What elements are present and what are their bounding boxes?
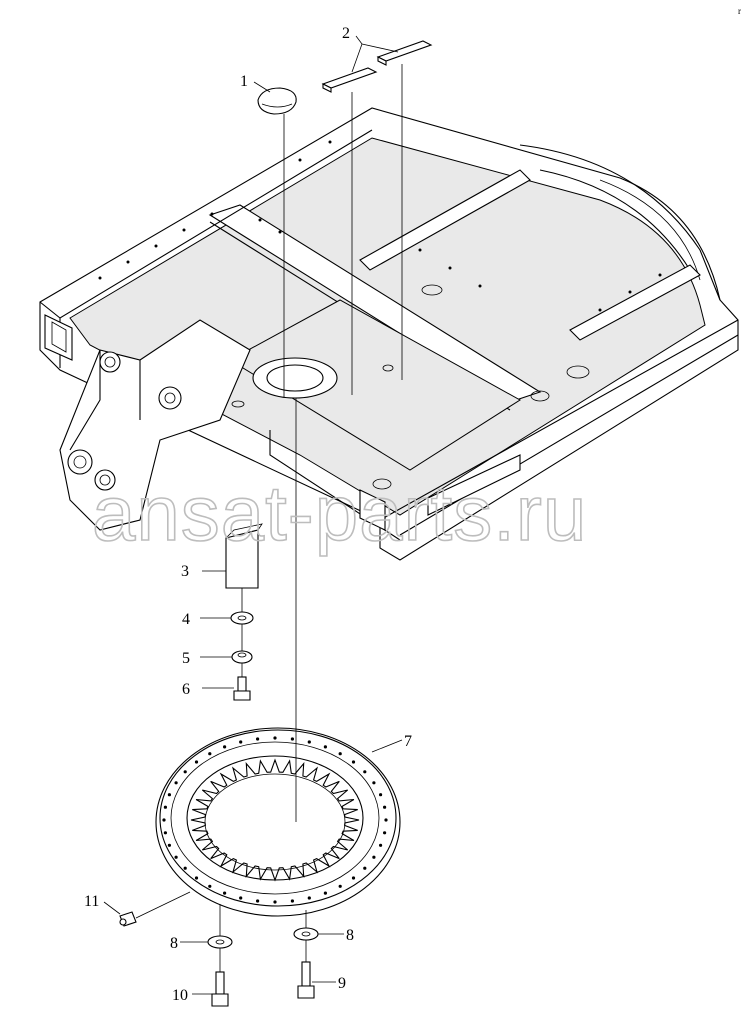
callout-2: 2: [342, 25, 350, 42]
callout-1: 1: [240, 73, 248, 90]
ring-bolt-hole: [194, 760, 199, 764]
part-4-washer: [230, 611, 254, 625]
ring-bolt-hole: [379, 843, 383, 847]
callout-3: 3: [181, 563, 189, 580]
part-10-bolt: [211, 971, 229, 1007]
ring-bolt-hole: [194, 876, 199, 880]
ring-bolt-hole: [384, 818, 388, 822]
ring-bolt-hole: [167, 793, 171, 797]
ring-bolt-hole: [379, 793, 383, 797]
upper-frame: [39, 107, 739, 561]
part-8-washer-right: [293, 927, 319, 941]
ring-bolt-hole: [162, 818, 166, 822]
ring-bolt-hole: [239, 740, 243, 744]
callout-4: 4: [182, 611, 190, 628]
callout-10: 10: [172, 987, 188, 1004]
ring-bolt-hole: [208, 884, 212, 888]
callout-5: 5: [182, 650, 190, 667]
ring-bolt-hole: [323, 891, 327, 895]
watermark-text: ansat-parts.ru: [92, 469, 587, 557]
ring-bolt-hole: [163, 805, 167, 809]
part-1-plug: [257, 87, 297, 115]
callout-7: 7: [404, 733, 412, 750]
ring-bolt-hole: [338, 884, 342, 888]
ring-bolt-hole: [256, 899, 260, 903]
corner-mark: r: [738, 6, 741, 16]
ring-bolt-hole: [383, 805, 387, 809]
ring-bolt-hole: [307, 740, 311, 744]
part-11-grease-fitting: [119, 911, 137, 927]
part-6-bolt: [233, 676, 251, 701]
callout-labels: 1 2 3 4 5 6 7 8 8 9 10 11: [84, 25, 412, 1004]
ring-bolt-hole: [256, 737, 260, 741]
callout-8-right: 8: [346, 927, 354, 944]
part-5-lock-washer: [231, 650, 253, 664]
ring-bolt-hole: [273, 736, 277, 740]
callout-9: 9: [338, 975, 346, 992]
ring-bolt-hole: [163, 831, 167, 835]
ring-bolt-hole: [183, 770, 187, 774]
part-8-washer-left: [207, 935, 233, 949]
ring-bolt-hole: [372, 781, 376, 785]
ring-bolt-hole: [239, 896, 243, 900]
ring-bolt-hole: [351, 876, 356, 880]
part-9-bolt: [297, 961, 315, 999]
ring-bolt-hole: [208, 752, 212, 756]
callout-8-left: 8: [170, 935, 178, 952]
ring-bolt-hole: [351, 760, 356, 764]
ring-bolt-hole: [363, 866, 367, 870]
ring-bolt-hole: [383, 831, 387, 835]
callout-6: 6: [182, 681, 190, 698]
ring-bolt-hole: [372, 855, 376, 859]
ring-bolt-hole: [323, 745, 327, 749]
ring-bolt-hole: [174, 855, 178, 859]
leader-lines: [103, 35, 403, 995]
ring-bolt-hole: [290, 899, 294, 903]
slewing-ring: [155, 727, 401, 917]
ring-bolt-hole: [223, 891, 227, 895]
ring-bolt-hole: [363, 770, 367, 774]
part-2-pads: [321, 40, 433, 93]
callout-11: 11: [84, 893, 99, 910]
ring-bolt-hole: [183, 866, 187, 870]
ring-bolt-hole: [307, 896, 311, 900]
ring-bolt-hole: [223, 745, 227, 749]
ring-bolt-hole: [174, 781, 178, 785]
ring-bolt-hole: [290, 737, 294, 741]
ring-bolt-hole: [273, 900, 277, 904]
ring-bolt-hole: [167, 843, 171, 847]
ring-bolt-hole: [338, 752, 342, 756]
